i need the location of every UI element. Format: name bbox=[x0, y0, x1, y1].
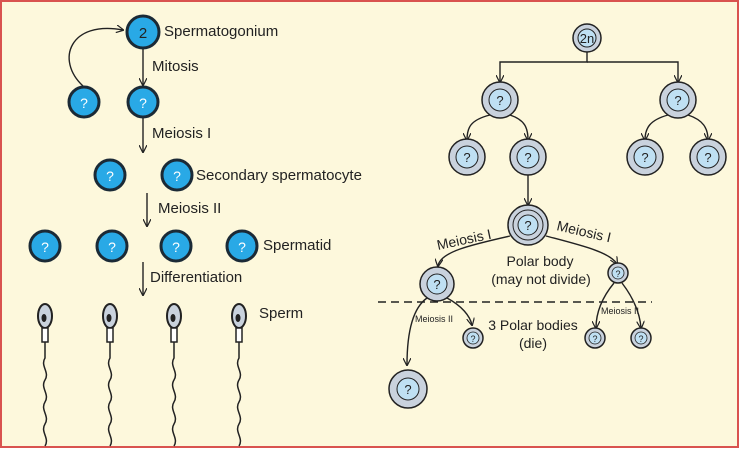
small-polar-cell-1-value: ? bbox=[470, 334, 475, 344]
branch-l1-left-a bbox=[467, 114, 491, 140]
meiosis2-label: Meiosis II bbox=[158, 200, 221, 217]
meiosis2-right-label: Meiosis II bbox=[601, 306, 639, 316]
oocyte-cell-ring bbox=[512, 209, 544, 241]
spermatid-cell-2 bbox=[95, 229, 129, 263]
branch-l1-right-b bbox=[687, 114, 708, 140]
meiosis2-left-label: Meiosis II bbox=[415, 314, 453, 324]
mitosis-cell-right-value: ? bbox=[139, 95, 147, 111]
secondary-oocyte-nucleus bbox=[426, 273, 448, 295]
spermatid-cell-4-value: ? bbox=[238, 239, 246, 255]
small-polar-cell-3-nucleus bbox=[634, 331, 648, 345]
root-branch-right bbox=[587, 61, 678, 82]
small-polar-cell-1-nucleus bbox=[466, 331, 480, 345]
meiosis2-right-arrow-a bbox=[596, 282, 615, 328]
small-polar-cell-2-nucleus bbox=[588, 331, 602, 345]
branch-l1-left-b bbox=[509, 114, 528, 140]
meiosis2-left-ovum-arrow bbox=[407, 297, 428, 365]
mitosis-label: Mitosis bbox=[152, 58, 199, 75]
level1-cell-left-value: ? bbox=[496, 93, 503, 108]
spermatid-cell-4 bbox=[225, 229, 259, 263]
oocyte-cell-value: ? bbox=[524, 218, 531, 233]
level2-cell-2-nucleus bbox=[516, 145, 540, 169]
root-branch-left bbox=[500, 52, 588, 82]
polar-bodies-label-line1: 3 Polar bodies bbox=[488, 317, 578, 333]
spermatid-cell-1-value: ? bbox=[41, 239, 49, 255]
meiosis1-left-arrow bbox=[438, 235, 511, 266]
polar-body-nucleus bbox=[611, 266, 625, 280]
spermatid-cell-2-value: ? bbox=[108, 239, 116, 255]
meiosis2-right-arrow-b bbox=[621, 282, 641, 328]
mitosis-cell-right bbox=[126, 85, 160, 119]
spermatogonium-cell-value: 2 bbox=[139, 25, 147, 42]
ovum-cell-nucleus bbox=[396, 377, 420, 401]
differentiation-label: Differentiation bbox=[150, 269, 242, 286]
meiosis1-right-arrow bbox=[545, 235, 617, 264]
polar-bodies-label-line2: (die) bbox=[519, 335, 547, 351]
level2-cell-2-value: ? bbox=[524, 150, 531, 165]
spermatid-cell-1 bbox=[28, 229, 62, 263]
level2-cell-3-nucleus bbox=[633, 145, 657, 169]
level1-cell-right-nucleus bbox=[666, 88, 690, 112]
mitosis-cell-left bbox=[67, 85, 101, 119]
sperm-cell-1 bbox=[37, 303, 53, 447]
level2-cell-4-nucleus bbox=[696, 145, 720, 169]
level2-cell-3-value: ? bbox=[641, 150, 648, 165]
level2-cell-1-nucleus bbox=[455, 145, 479, 169]
spermatid-cell-3 bbox=[159, 229, 193, 263]
root-cell-value: 2n bbox=[580, 31, 594, 46]
polar-body-value: ? bbox=[615, 269, 620, 279]
polar-body-label-line2: (may not divide) bbox=[491, 271, 591, 287]
secondary-oocyte-value: ? bbox=[433, 277, 440, 292]
secondary-spermatocyte-label: Secondary spermatocyte bbox=[196, 167, 362, 184]
sperm-cell-4 bbox=[231, 303, 247, 447]
branch-l1-right-a bbox=[645, 114, 669, 140]
small-polar-cell-3-value: ? bbox=[638, 334, 643, 344]
root-cell-nucleus bbox=[577, 28, 597, 48]
mitosis-cell-left-value: ? bbox=[80, 95, 88, 111]
sperm-cell-3 bbox=[166, 303, 182, 447]
level1-cell-left-nucleus bbox=[488, 88, 512, 112]
polar-body-label-line1: Polar body bbox=[507, 253, 574, 269]
level2-cell-4-value: ? bbox=[704, 150, 711, 165]
level1-cell-right-value: ? bbox=[674, 93, 681, 108]
secondary-cell-left bbox=[93, 158, 127, 192]
spermatid-label: Spermatid bbox=[263, 237, 331, 254]
level2-cell-1-value: ? bbox=[463, 150, 470, 165]
sperm-cell-2 bbox=[102, 303, 118, 447]
spermatogonium-label: Spermatogonium bbox=[164, 23, 278, 40]
self-renewal-arrow bbox=[68, 28, 123, 87]
ovum-cell-value: ? bbox=[404, 382, 411, 397]
meiosis1-label: Meiosis I bbox=[152, 125, 211, 142]
secondary-cell-left-value: ? bbox=[106, 168, 114, 184]
secondary-cell-right-value: ? bbox=[173, 168, 181, 184]
meiosis2-left-polar-arrow bbox=[446, 297, 472, 325]
spermatogonium-cell bbox=[125, 14, 161, 50]
oocyte-cell-nucleus bbox=[517, 214, 539, 236]
sperm-label: Sperm bbox=[259, 305, 303, 322]
spermatogenesis-panel: 2 Spermatogonium Mitosis ? ? Meiosis I ?… bbox=[28, 14, 362, 447]
spermatid-cell-3-value: ? bbox=[172, 239, 180, 255]
small-polar-cell-2-value: ? bbox=[592, 334, 597, 344]
secondary-cell-right bbox=[160, 158, 194, 192]
